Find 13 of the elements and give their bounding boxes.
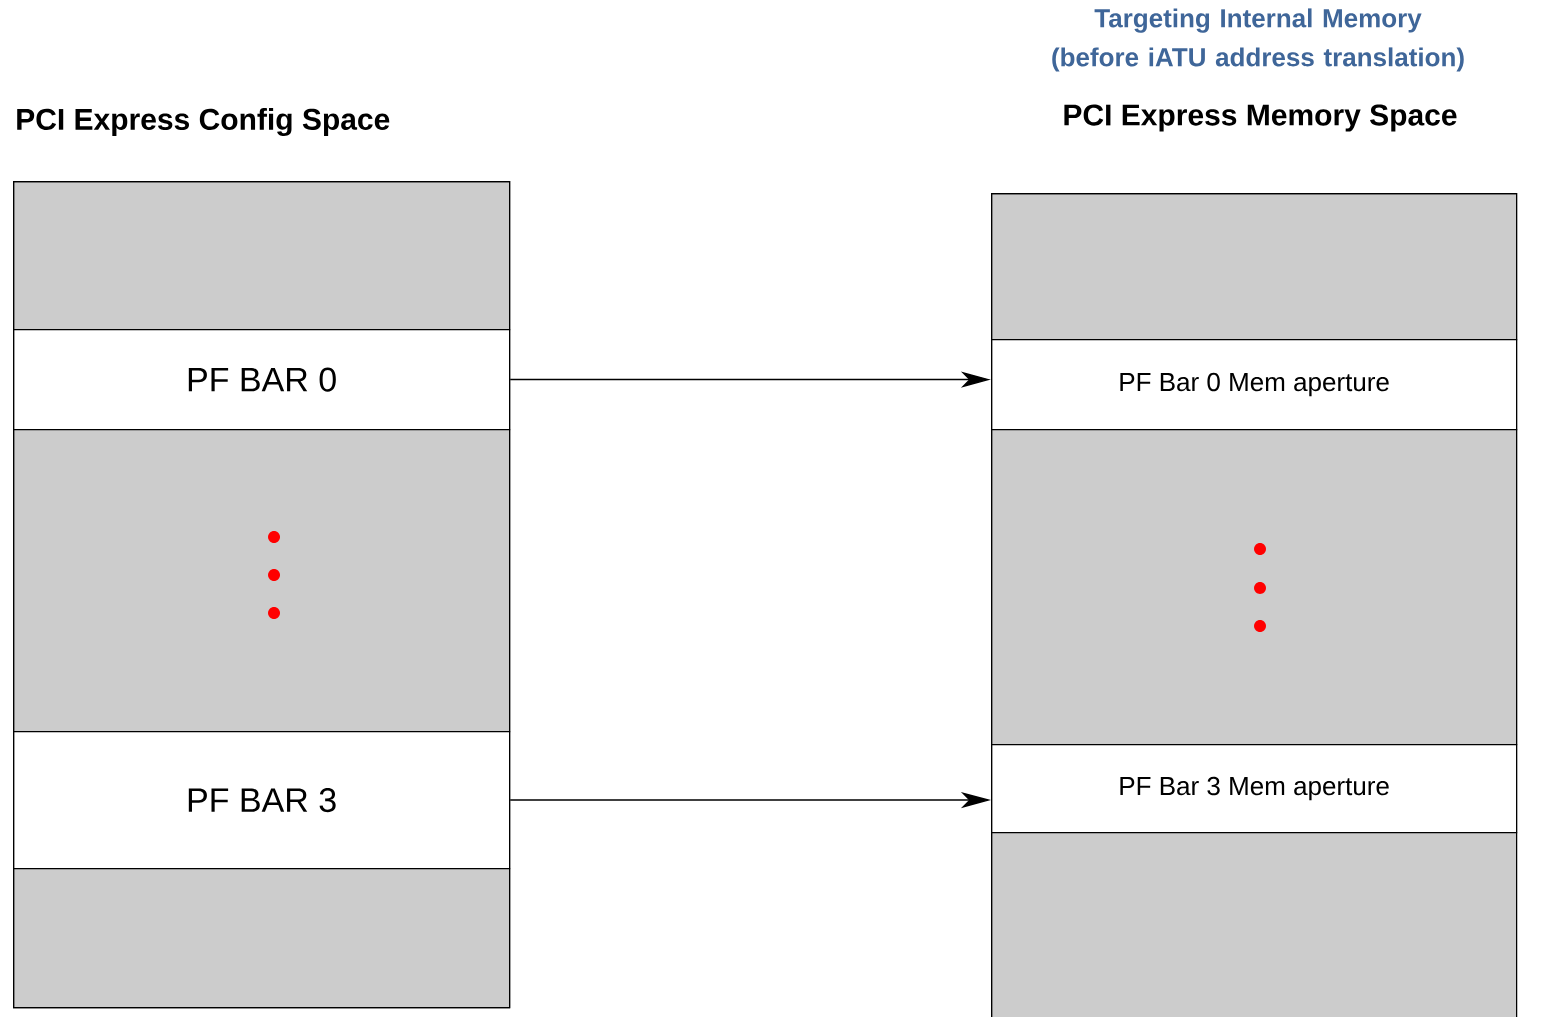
- memory-region: [13, 868, 511, 1009]
- annotation-text: Targeting Internal Memory (before iATU address translation): [1052, 8, 1464, 72]
- column-heading: PCI Express Config Space: [17, 107, 390, 137]
- bar-region: PF Bar 0 Mem aperture: [991, 339, 1518, 431]
- memory-region: [991, 429, 1518, 746]
- memory-region: [991, 193, 1518, 341]
- memory-region: [13, 429, 511, 733]
- bar-region: PF Bar 3 Mem aperture: [991, 744, 1518, 834]
- bar-region: PF BAR 3: [13, 731, 511, 870]
- bar-region: PF BAR 0: [13, 329, 511, 431]
- column-heading: PCI Express Memory Space: [1064, 104, 1457, 132]
- memory-region: [991, 832, 1518, 1017]
- memory-region: [13, 181, 511, 331]
